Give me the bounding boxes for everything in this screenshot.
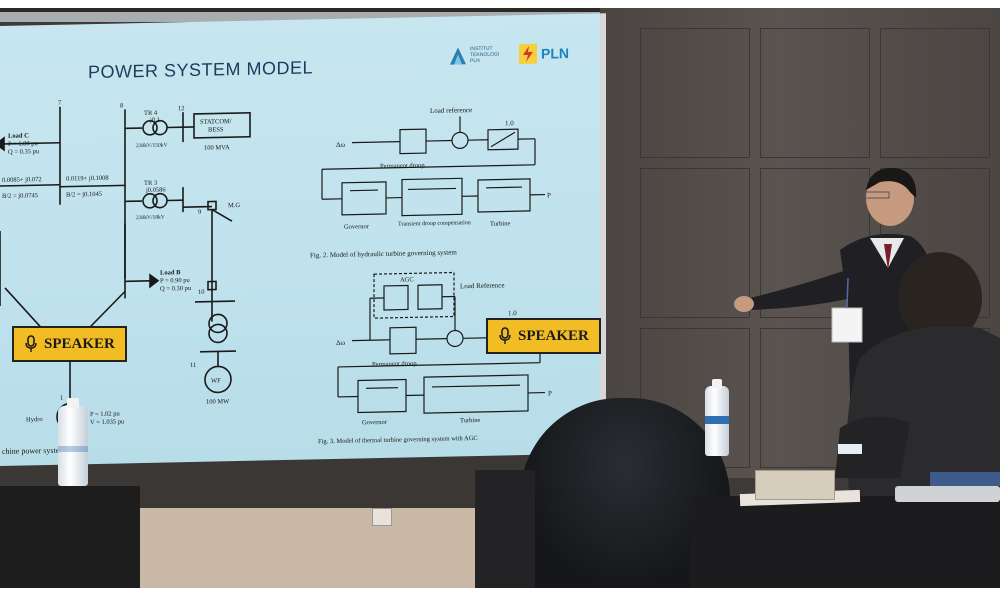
ceiling-trim bbox=[0, 12, 620, 22]
fig2-droop-label: Permanent droop bbox=[380, 162, 425, 170]
table-right bbox=[690, 496, 1000, 588]
statcom-rating: 100 MVA bbox=[204, 144, 230, 152]
left-figure-caption: chine power system bbox=[2, 446, 66, 456]
statcom-label-1: STATCOM/ bbox=[200, 118, 232, 126]
power-system-diagram: 7 8 12 9 10 3 1 11 Load C P = 1.00 pu Q … bbox=[0, 100, 552, 456]
box-on-table bbox=[755, 470, 835, 500]
fig2-output: P bbox=[547, 191, 551, 199]
notebook bbox=[930, 472, 1000, 486]
load-b-q: Q = 0.30 pu bbox=[160, 285, 192, 293]
institute-logo: INSTITUT TEKNOLOGI PLN bbox=[448, 43, 510, 66]
bus-12-label: 12 bbox=[178, 105, 184, 112]
line-7-impedance: 0.0085+ j0.072 bbox=[2, 176, 42, 184]
tr3-label: TR 3 bbox=[144, 180, 157, 187]
speaker-badge-left-text: SPEAKER bbox=[44, 335, 115, 352]
fig2-turbine-label: Turbine bbox=[490, 220, 510, 227]
microphone-icon bbox=[25, 335, 37, 352]
table-left bbox=[0, 486, 140, 588]
fig3-limit: 1.0 bbox=[508, 309, 517, 317]
load-b-p: P = 0.90 pu bbox=[160, 277, 191, 285]
lightning-logo-icon bbox=[519, 43, 537, 65]
fig3-caption: Fig. 3. Model of thermal turbine governi… bbox=[318, 435, 478, 445]
tr4-impedance: j0.1 bbox=[149, 117, 160, 124]
tr4-voltage: 230kV/150kV bbox=[136, 142, 167, 149]
fig3-droop-label: Permanent droop bbox=[372, 360, 417, 368]
bus-9-label: 9 bbox=[198, 209, 201, 216]
tr3-impedance: j0.0586 bbox=[145, 187, 166, 194]
pln-logo: PLN bbox=[518, 42, 569, 65]
power-outlet bbox=[372, 508, 392, 526]
load-c-q: Q = 0.35 pu bbox=[8, 148, 40, 156]
fig3-load-reference: Load Reference bbox=[460, 281, 504, 290]
line-7-susceptance: B/2 = j0.0745 bbox=[2, 192, 38, 200]
leaf-logo-icon bbox=[450, 47, 466, 65]
microphone-icon bbox=[499, 327, 511, 344]
fig2-compensation-label: Transient droop compensation bbox=[398, 220, 471, 228]
bus-1-label: 1 bbox=[60, 395, 63, 402]
statcom-label-2: BESS bbox=[208, 126, 224, 133]
projection-screen: POWER SYSTEM MODEL INSTITUT TEKNOLOGI PL… bbox=[0, 13, 606, 466]
load-b-title: Load B bbox=[160, 269, 181, 276]
water-bottle-left bbox=[58, 398, 88, 486]
gen-p-value: P = 1.02 pu bbox=[90, 410, 121, 418]
fig2-input: Δω bbox=[336, 141, 346, 149]
speaker-badge-left: SPEAKER bbox=[12, 326, 127, 362]
bus-11-label: 11 bbox=[190, 362, 196, 369]
bus-7-label: 7 bbox=[58, 100, 62, 107]
load-c-title: Load C bbox=[8, 132, 29, 139]
fig3-governor-label: Governor bbox=[362, 419, 388, 427]
speaker-badge-right: SPEAKER bbox=[486, 318, 601, 354]
hydro-label: Hydro bbox=[26, 416, 43, 423]
bus-10-label: 10 bbox=[198, 289, 204, 296]
table-center bbox=[475, 470, 535, 588]
fig3-output: P bbox=[548, 389, 552, 397]
water-bottle-right bbox=[705, 379, 729, 456]
bus-8-label: 8 bbox=[120, 102, 123, 109]
laptop bbox=[895, 486, 1000, 502]
fig3-agc-label: AGC bbox=[400, 276, 414, 283]
speaker-badge-right-text: SPEAKER bbox=[518, 327, 589, 344]
wf-label: WF bbox=[211, 377, 221, 384]
audience-member bbox=[835, 252, 1000, 498]
fig3-input: Δω bbox=[336, 339, 346, 347]
fig2-load-reference: Load reference bbox=[430, 106, 472, 115]
fig2-caption: Fig. 2. Model of hydraulic turbine gover… bbox=[310, 248, 457, 259]
tr3-voltage: 230kV/18kV bbox=[136, 215, 165, 222]
line-8-susceptance: B/2 = j0.1045 bbox=[66, 191, 102, 199]
tr4-label: TR 4 bbox=[144, 110, 158, 117]
fig2-limit: 1.0 bbox=[505, 119, 514, 127]
line-8-impedance: 0.0119+ j0.1008 bbox=[66, 175, 109, 183]
fig2-governor-label: Governor bbox=[344, 223, 370, 231]
load-c-p: P = 1.00 pu bbox=[8, 140, 39, 148]
conference-room-scene: POWER SYSTEM MODEL INSTITUT TEKNOLOGI PL… bbox=[0, 8, 1000, 588]
wf-rating: 100 MW bbox=[206, 398, 230, 406]
mg-label: M.G bbox=[228, 202, 240, 209]
gen-v-value: V = 1.035 pu bbox=[90, 418, 125, 426]
fig3-turbine-label: Turbine bbox=[460, 417, 480, 424]
